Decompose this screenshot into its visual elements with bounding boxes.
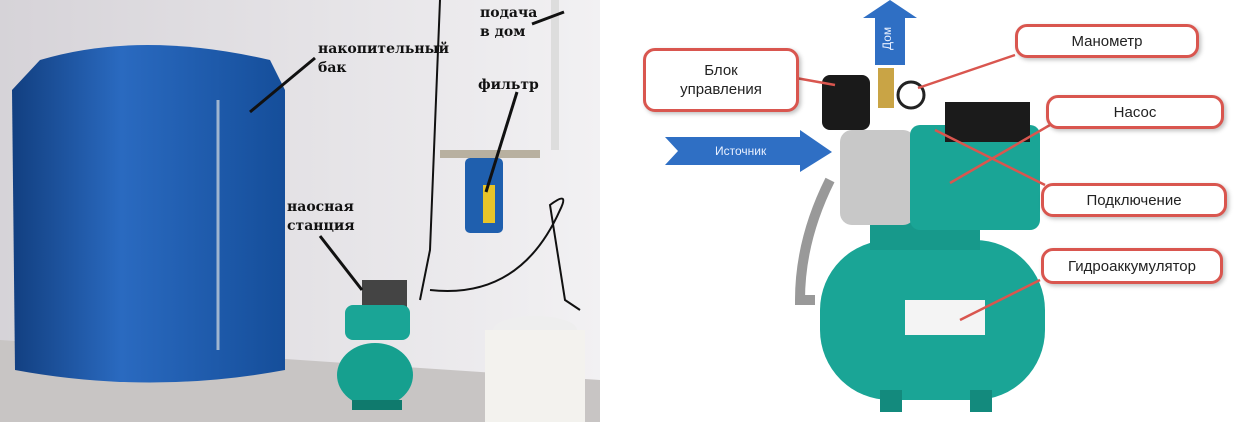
callout-manometer: Манометр — [1015, 24, 1199, 58]
source-arrow — [665, 130, 832, 172]
label-supply-line2: в дом — [480, 24, 526, 40]
label-supply-line1: подача — [480, 5, 538, 21]
installation-illustration — [0, 0, 600, 422]
house-arrow — [863, 0, 917, 65]
accumulator-tank — [820, 240, 1045, 412]
callout-control-unit: Блок управления — [643, 48, 799, 112]
pump-illustration — [665, 0, 1051, 412]
callout-control-unit-line1: Блок — [704, 62, 738, 79]
label-supply: подача в дом — [480, 4, 537, 42]
callout-accumulator: Гидроаккумулятор — [1041, 248, 1223, 284]
callout-pump: Насос — [1046, 95, 1224, 129]
storage-tank — [12, 45, 285, 383]
callout-connection: Подключение — [1041, 183, 1227, 217]
label-station: наосная станция — [287, 198, 355, 236]
water-canister — [485, 316, 585, 422]
callout-lines — [795, 53, 1051, 322]
pump-station — [337, 280, 413, 410]
pump-housing — [840, 102, 1040, 230]
installation-photo: накопительный бак подача в дом фильтр на… — [0, 0, 600, 422]
label-station-line1: наосная — [287, 199, 354, 215]
label-pointers — [249, 10, 565, 291]
control-unit — [822, 68, 926, 130]
house-arrow-label: Дом — [880, 26, 894, 50]
callout-control-unit-line2: управления — [680, 81, 762, 98]
label-tank-line1: накопительный — [318, 41, 450, 57]
label-filter: фильтр — [478, 77, 539, 93]
source-arrow-label: Источник — [715, 144, 767, 158]
label-tank-line2: бак — [318, 60, 347, 76]
filter — [440, 150, 540, 233]
label-tank: накопительный бак — [318, 40, 449, 78]
pump-station-diagram: Дом Источник Блок управления Манометр На… — [600, 0, 1260, 422]
label-station-line2: станция — [287, 218, 355, 234]
